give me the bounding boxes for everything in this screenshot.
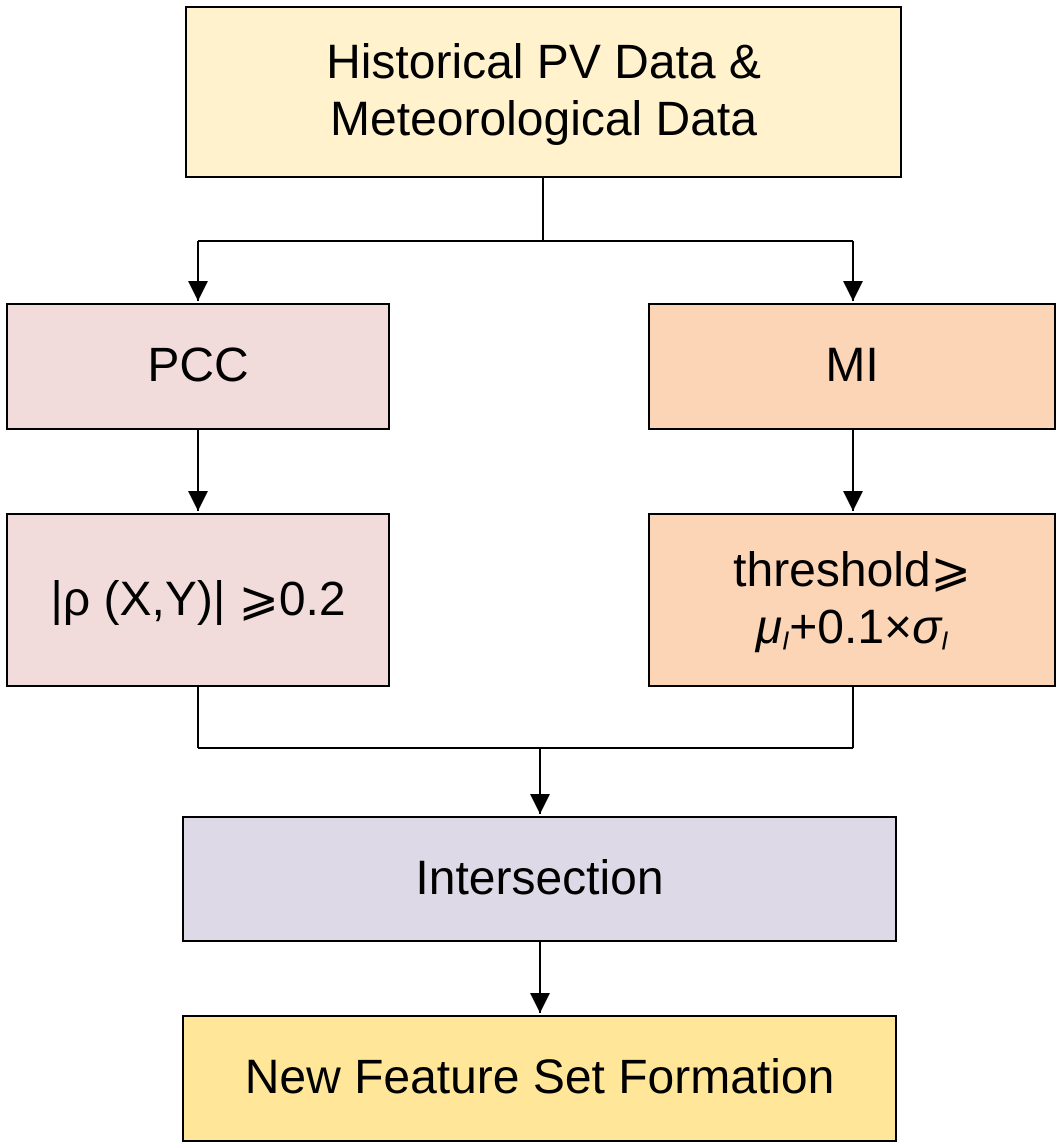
intersection-label: Intersection: [415, 851, 664, 905]
formula-middle: +0.1×: [789, 601, 913, 654]
pcc-threshold-label: |ρ (X,Y)| ⩾0.2: [50, 572, 346, 626]
input-data-line2: Meteorological Data: [330, 93, 757, 146]
mu-subscript: I: [782, 625, 790, 656]
arrowhead-intersection: [530, 794, 550, 814]
pcc-box: PCC: [6, 303, 390, 430]
mi-threshold-box: threshold⩾ μI+0.1×σI: [648, 513, 1056, 687]
arrowhead-mi: [843, 281, 863, 301]
arrowhead-output: [530, 993, 550, 1013]
arrowheads: [188, 281, 863, 1013]
input-data-line1: Historical PV Data &: [326, 36, 761, 90]
pcc-threshold-box: |ρ (X,Y)| ⩾0.2: [6, 513, 390, 687]
mi-threshold-line1: threshold⩾: [733, 544, 971, 598]
input-data-box: Historical PV Data & Meteorological Data: [185, 6, 902, 178]
mi-label: MI: [825, 339, 879, 393]
mi-box: MI: [648, 303, 1056, 430]
arrowhead-pcc-threshold: [188, 491, 208, 511]
arrowhead-mi-threshold: [843, 491, 863, 511]
mu-symbol: μ: [755, 601, 783, 654]
sigma-symbol: σ: [912, 601, 942, 654]
output-box: New Feature Set Formation: [182, 1015, 897, 1142]
sigma-subscript: I: [941, 625, 949, 656]
output-label: New Feature Set Formation: [244, 1051, 835, 1105]
arrowhead-pcc: [188, 281, 208, 301]
mi-threshold-formula: μI+0.1×σI: [756, 600, 949, 657]
intersection-box: Intersection: [182, 816, 897, 942]
pcc-label: PCC: [147, 339, 249, 393]
